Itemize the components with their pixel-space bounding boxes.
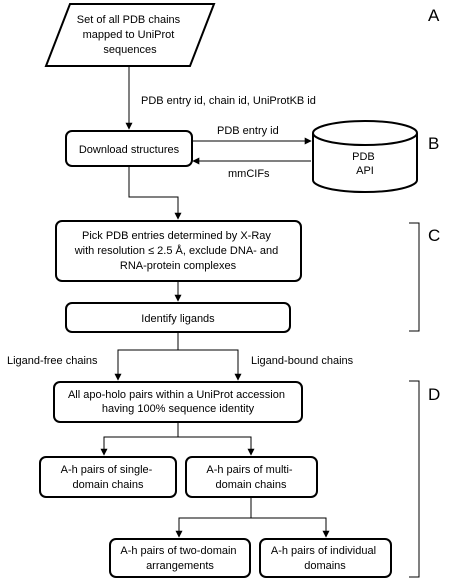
node-single-domain: A-h pairs of single- domain chains [39,456,177,498]
node-multi-domain: A-h pairs of multi- domain chains [185,456,318,498]
edge-multi-to-individual [251,517,330,538]
edge-label-ligand-free: Ligand-free chains [7,355,98,367]
edge-identify-to-pairs-free [114,332,179,381]
node-two-domain: A-h pairs of two-domain arrangements [109,538,251,578]
section-brackets [409,222,420,578]
box-shape [65,302,291,333]
box-shape [65,130,193,167]
box-shape [53,381,303,423]
node-download-text: Download structures [79,144,180,156]
edge-label-mmcifs: mmCIFs [228,168,270,180]
node-two-domain-text: A-h pairs of two-domain arrangements [120,545,239,572]
node-identify-text: Identify ligands [141,313,215,325]
box-shape [39,456,177,498]
cylinder-body [312,133,418,193]
node-download-structures: Download structures [65,130,193,167]
box-shape [55,220,302,282]
edge-pairs-to-multi [178,436,255,456]
box-shape [109,538,251,578]
cylinder-top [312,120,418,146]
bracket-d [409,380,420,578]
node-apo-holo-pairs: All apo-holo pairs within a UniProt acce… [53,381,303,423]
section-label-b: B [428,134,439,153]
box-shape [259,538,392,578]
edge-labels: PDB entry id, chain id, UniProtKB id PDB… [7,95,354,367]
node-pick-entries: Pick PDB entries determined by X-Ray wit… [55,220,302,282]
node-individual-text: A-h pairs of individual domains [271,545,379,572]
section-letters: A B C D [428,6,440,404]
edge-label-ligand-bound: Ligand-bound chains [251,355,354,367]
section-label-c: C [428,226,440,245]
section-label-d: D [428,385,440,404]
box-shape [185,456,318,498]
section-label-a: A [428,6,440,25]
bracket-c [409,222,420,332]
edge-label-entry-id: PDB entry id [217,125,279,137]
node-pairs-text: All apo-holo pairs within a UniProt acce… [68,389,288,415]
node-individual-domains: A-h pairs of individual domains [259,538,392,578]
edge-download-to-pick [128,166,182,220]
edges [100,66,330,538]
node-pick-text: Pick PDB entries determined by X-Ray wit… [74,230,282,272]
node-single-text: A-h pairs of single- domain chains [61,464,156,491]
edge-pairs-to-single [100,422,179,456]
edge-label-ids: PDB entry id, chain id, UniProtKB id [141,95,316,107]
node-start: Set of all PDB chains mapped to UniProt … [44,3,216,67]
edge-identify-to-pairs-bound [178,349,242,381]
node-identify-ligands: Identify ligands [65,302,291,333]
edge-multi-to-two-domain [175,497,252,538]
node-pdb-api-database: PDB API [312,120,418,193]
node-start-text: Set of all PDB chains mapped to UniProt … [77,14,183,56]
parallelogram-shape [44,3,216,67]
node-multi-text: A-h pairs of multi- domain chains [206,464,295,491]
node-pdb-api-text: PDB API [352,151,378,177]
